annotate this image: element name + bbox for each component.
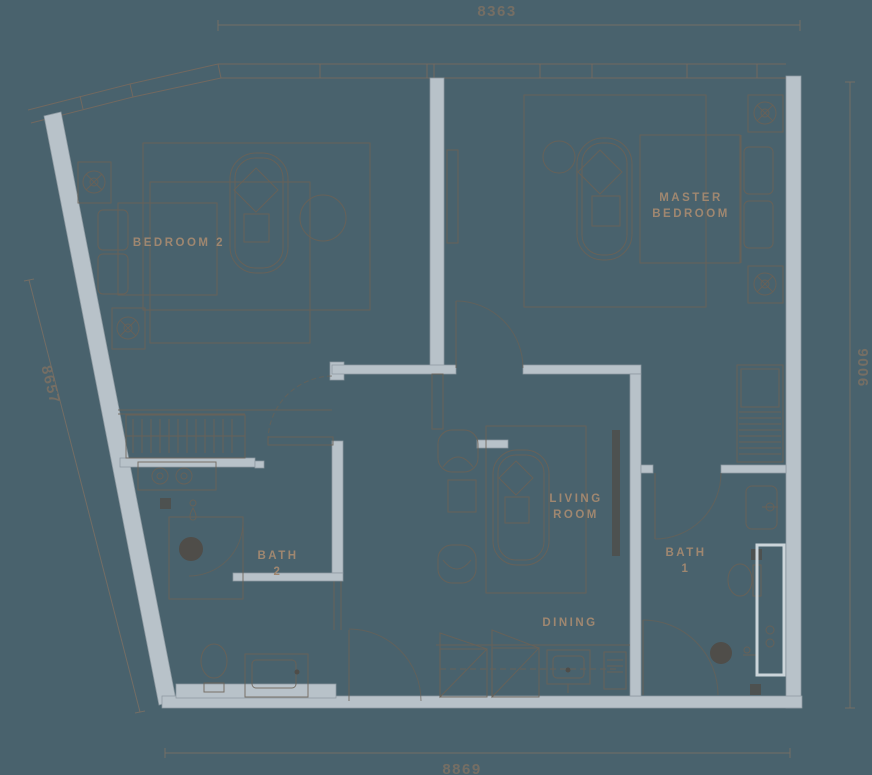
- wall-hall-living: [331, 440, 344, 574]
- wall-living-bath1: [629, 373, 642, 697]
- window-band: [27, 63, 786, 124]
- bedroom2-pillow: [97, 209, 129, 251]
- wall-bedroom2-master: [429, 77, 445, 369]
- room-label-master-line2: BEDROOM: [652, 208, 730, 220]
- master-wardrobe: [736, 364, 784, 463]
- master-door: [455, 300, 524, 369]
- wall-center-left: [331, 364, 457, 375]
- bath1: BATH 1: [642, 472, 786, 696]
- living-tv: [612, 430, 620, 556]
- wall-bath1-north: [720, 464, 787, 474]
- dimension-right: 9006: [845, 81, 871, 709]
- bath2-shower: [168, 516, 244, 600]
- room-label-bedroom-2: BEDROOM 2: [133, 237, 225, 249]
- wall-bath1-jamb: [640, 464, 654, 474]
- wall-right: [785, 75, 802, 709]
- room-label-living-line1: LIVING: [549, 493, 602, 505]
- kitchen-appliance: [603, 651, 627, 690]
- living-room-furniture: LIVING ROOM: [437, 425, 620, 594]
- master-nightstand-lamp: [747, 265, 784, 304]
- bedroom2-side-table: [299, 194, 347, 242]
- floor-box: [160, 498, 171, 509]
- entry-door: [267, 375, 334, 446]
- room-label-dining: DINING: [542, 617, 597, 629]
- bath2-vanity: [244, 653, 309, 698]
- room-label-bath2-line1: BATH: [257, 550, 298, 562]
- walls: [43, 75, 803, 709]
- room-label-living-line2: ROOM: [553, 509, 599, 521]
- room-label-bath2-line2: 2: [274, 566, 283, 578]
- wall-bath2-bottom: [175, 683, 337, 699]
- dining-kitchen: DINING: [348, 617, 630, 702]
- bedroom2-bed: [117, 202, 218, 296]
- room-label-master-line1: MASTER: [659, 192, 723, 204]
- bath1-shower: [642, 619, 775, 696]
- dimension-bottom: 8869: [164, 748, 791, 775]
- kitchen-cabinet: [439, 648, 488, 698]
- hall-door: [348, 628, 422, 702]
- bedroom2-nightstand-lamp: [77, 161, 112, 204]
- room-label-bath1-line2: 1: [682, 563, 691, 575]
- wall-center-right: [522, 364, 642, 375]
- master-pillow: [743, 146, 774, 195]
- bath2-faucet: [189, 499, 197, 521]
- master-bed: [639, 134, 741, 264]
- room-label-bath1-line1: BATH: [665, 547, 706, 559]
- living-armchair: [437, 429, 479, 473]
- floor-box: [750, 684, 761, 695]
- bath1-niche: [755, 543, 786, 677]
- bath2-hall: BATH 2: [125, 375, 334, 698]
- wall-stub-living: [476, 439, 509, 449]
- shower-drain: [710, 642, 732, 664]
- kitchen-cabinet: [491, 647, 540, 698]
- bedroom2-chaise: [229, 152, 289, 274]
- shower-drain: [179, 537, 203, 561]
- master-rug: [523, 94, 707, 308]
- hall-closet: [125, 414, 246, 459]
- dimension-top: 8363: [217, 3, 801, 31]
- master-pillow: [743, 200, 774, 249]
- closet-hanger-ticks: [132, 419, 233, 453]
- bedroom2-pillow: [97, 253, 129, 295]
- wardrobe-shelves: [739, 411, 781, 455]
- master-side-table: [542, 140, 576, 174]
- living-armchair: [437, 544, 477, 584]
- bath2-toilet: [200, 643, 228, 693]
- dimension-right-value: 9006: [854, 348, 871, 387]
- laundry-counter: [137, 461, 217, 491]
- counter-edge: [431, 373, 444, 430]
- bedroom2-rug: [142, 142, 371, 311]
- master-bedroom-furniture: MASTER BEDROOM: [446, 94, 784, 463]
- dimension-top-value: 8363: [477, 3, 516, 20]
- dimension-bottom-value: 8869: [442, 761, 481, 775]
- wall-bath2-divider: [232, 572, 344, 582]
- living-rug: [485, 425, 587, 594]
- living-ottoman: [447, 479, 477, 513]
- bedroom2-furniture: BEDROOM 2: [77, 142, 371, 350]
- bedroom2-nightstand-lamp: [111, 307, 146, 350]
- living-sofa: [492, 449, 550, 566]
- wall-bath2-jamb: [254, 460, 265, 469]
- bath1-vanity: [745, 485, 778, 530]
- master-nightstand-lamp: [747, 94, 784, 133]
- bath1-door: [654, 472, 722, 540]
- wall-bottom: [161, 695, 803, 709]
- master-console: [446, 149, 459, 244]
- master-chaise: [576, 137, 633, 261]
- kitchen-sink: [546, 649, 591, 693]
